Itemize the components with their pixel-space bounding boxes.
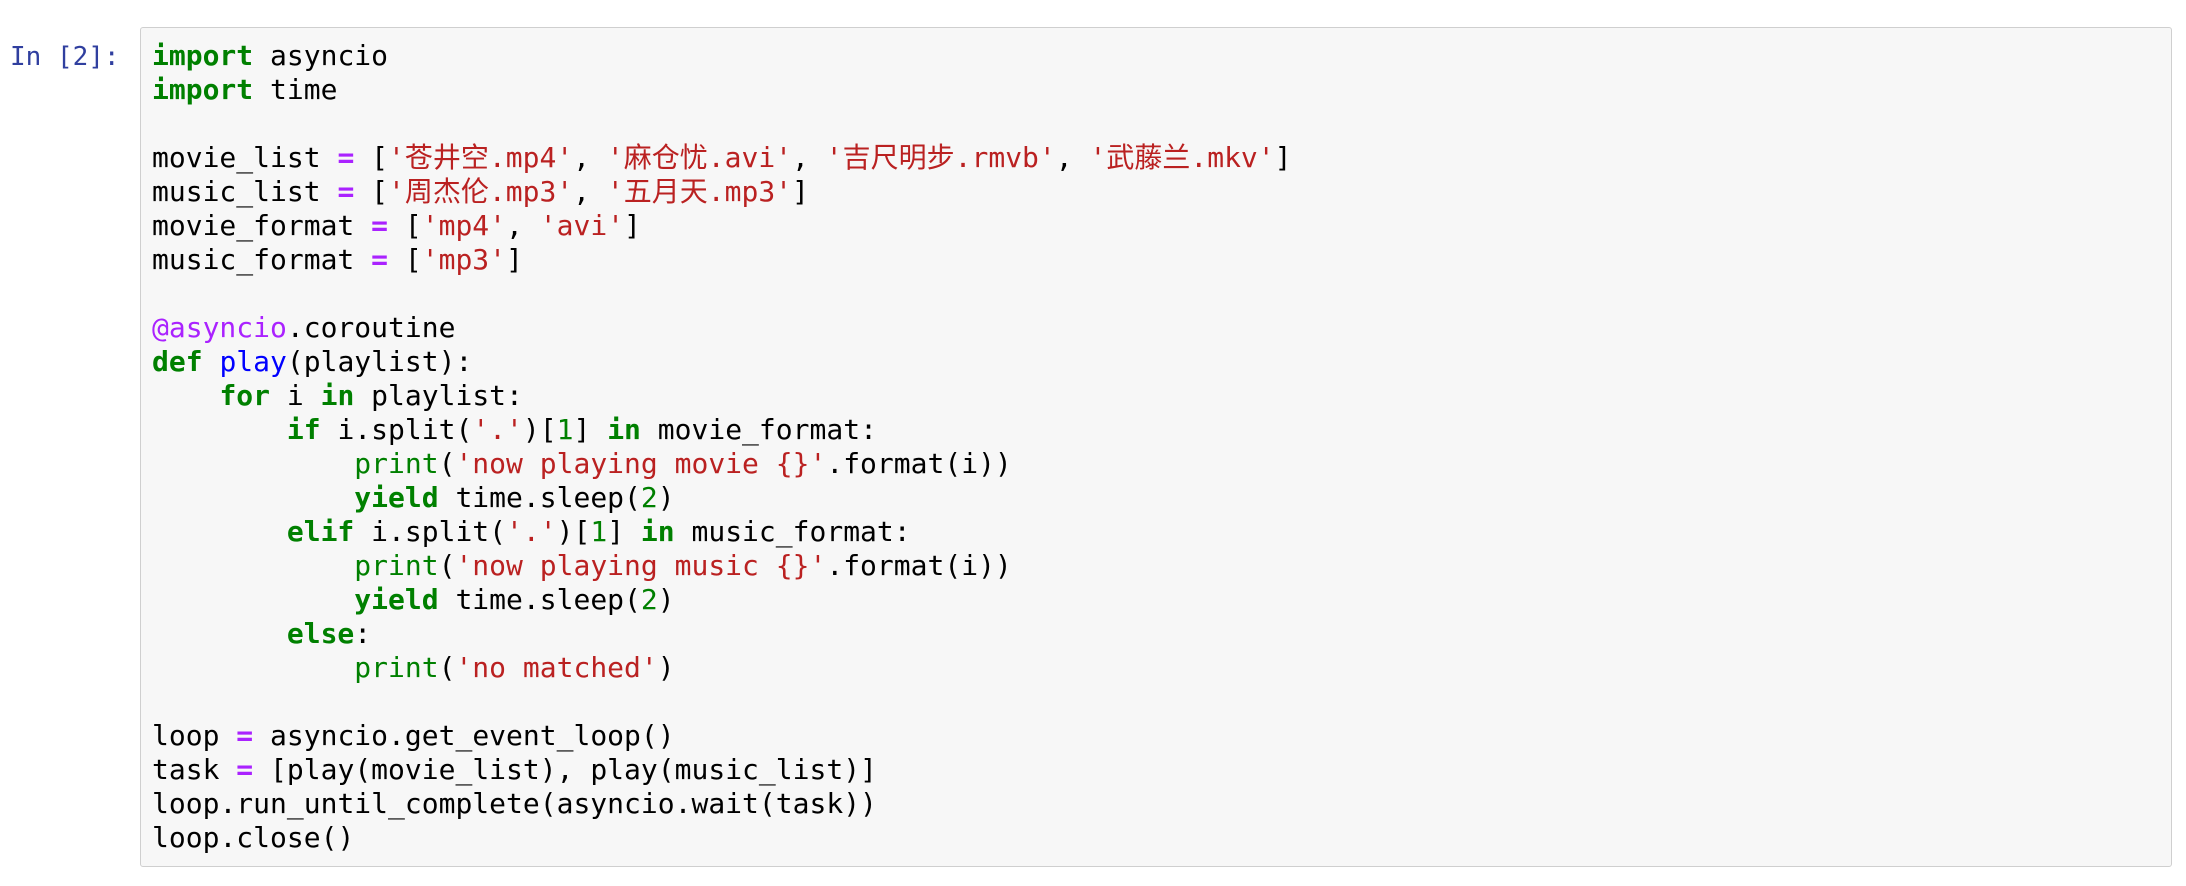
code-line xyxy=(152,107,1292,141)
code-line: import time xyxy=(152,73,338,106)
code-cell-editor[interactable] xyxy=(140,27,2172,867)
code-line: import asyncio xyxy=(152,39,389,72)
code-line: @asyncio.coroutine xyxy=(152,311,456,344)
code-line: else: xyxy=(286,617,372,650)
code-line xyxy=(152,277,1292,311)
code-line: music_format = ['mp3'] xyxy=(152,243,523,276)
code-line: def play(playlist): xyxy=(152,345,473,378)
code-line: loop = asyncio.get_event_loop() xyxy=(152,719,675,752)
code-line: movie_format = ['mp4', 'avi'] xyxy=(152,209,641,242)
code-line: yield time.sleep(2) xyxy=(354,481,675,514)
code-line: elif i.split('.')[1] in music_format: xyxy=(286,515,911,548)
code-line: print('no matched') xyxy=(354,651,675,684)
code-line: print('now playing movie {}'.format(i)) xyxy=(354,447,1012,480)
code-line xyxy=(152,685,1292,719)
code-line: print('now playing music {}'.format(i)) xyxy=(354,549,1012,582)
code-line: loop.run_until_complete(asyncio.wait(tas… xyxy=(152,787,877,820)
code-line: movie_list = ['苍井空.mp4', '麻仓忧.avi', '吉尺明… xyxy=(152,141,1292,174)
code-line: if i.split('.')[1] in movie_format: xyxy=(286,413,877,446)
code-line: music_list = ['周杰伦.mp3', '五月天.mp3'] xyxy=(152,175,809,208)
code-line: loop.close() xyxy=(152,821,355,854)
code-line: yield time.sleep(2) xyxy=(354,583,675,616)
code-line: for i in playlist: xyxy=(219,379,523,412)
cell-prompt: In [2]: xyxy=(10,42,120,72)
code-line: task = [play(movie_list), play(music_lis… xyxy=(152,753,877,786)
